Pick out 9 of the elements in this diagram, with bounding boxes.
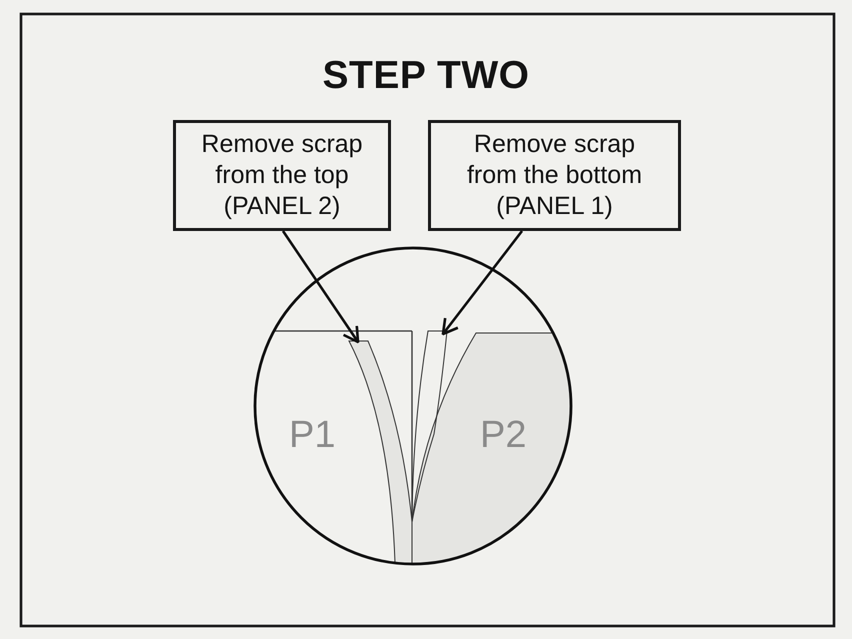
scrap-strip (348, 340, 412, 564)
title: STEP TWO (322, 53, 530, 99)
panel-label: P2 (480, 414, 526, 456)
panel-label: P1 (289, 414, 336, 456)
arrow (442, 230, 524, 336)
callout-box: Remove scrap from the bottom (PANEL 1) (428, 120, 681, 231)
scrap-strip (412, 330, 448, 522)
callout-box: Remove scrap from the top (PANEL 2) (173, 120, 391, 231)
arrow (282, 230, 360, 344)
